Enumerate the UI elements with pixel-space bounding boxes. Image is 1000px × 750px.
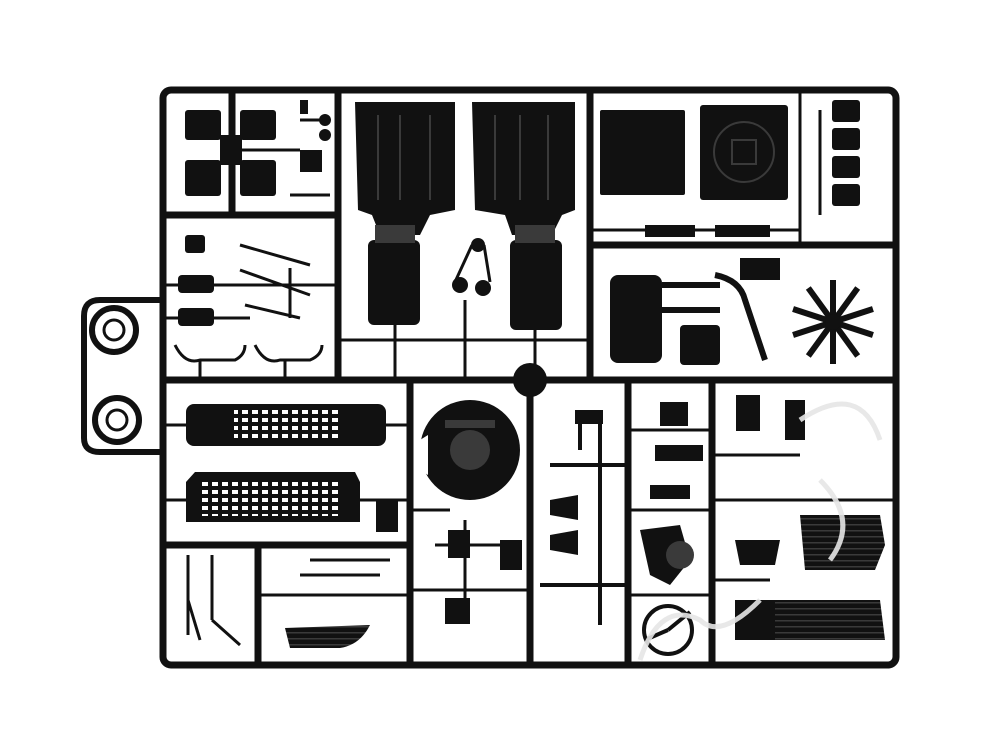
sprue-gate-knob — [513, 363, 547, 397]
panel-square — [600, 105, 788, 200]
injector-rail — [832, 100, 860, 206]
fuel-tanks — [178, 235, 214, 326]
front-grille-upper — [186, 404, 386, 446]
pedal-parts — [640, 402, 703, 585]
engine-block-right — [472, 102, 575, 330]
sprue-frame — [159, 86, 900, 669]
watermark-logo — [637, 401, 883, 661]
hub-upper — [89, 305, 139, 355]
step-plate — [285, 625, 370, 648]
seat-cushions — [735, 395, 885, 640]
mirror-rods — [163, 243, 335, 380]
air-filter-cylinder — [610, 258, 780, 365]
front-grille-lower — [186, 472, 360, 522]
engine-block-left — [355, 102, 455, 325]
hub-lower — [92, 395, 142, 445]
small-seat-parts — [185, 100, 331, 196]
exhaust-pipe — [662, 272, 768, 361]
belt-pulleys — [452, 238, 492, 296]
fifth-wheel — [420, 400, 520, 500]
wiper-arms — [186, 555, 410, 647]
drive-shafts — [540, 410, 628, 625]
left-side-loop — [81, 297, 163, 455]
cooling-fan — [792, 280, 874, 364]
